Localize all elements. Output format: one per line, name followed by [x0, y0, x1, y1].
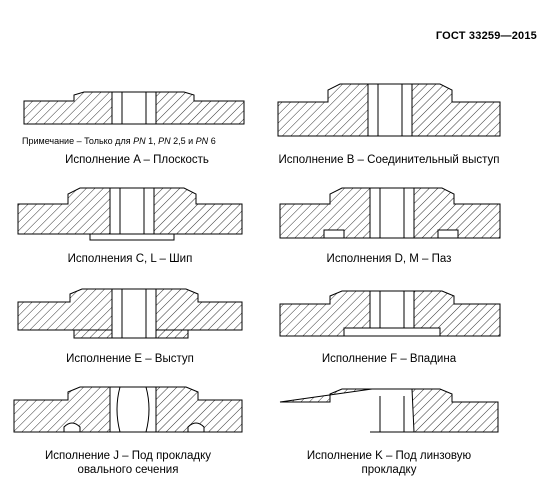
caption-f: Исполнение F – Впадина [321, 353, 457, 365]
caption-k-line1: Исполнение K – Под линзовую [306, 450, 472, 462]
flange-drawing-e [17, 288, 243, 339]
flange-drawing-k [279, 388, 499, 433]
caption-d: Исполнения D, M – Паз [326, 253, 452, 265]
caption-j: Исполнение J – Под прокладку овального с… [10, 449, 246, 477]
flange-drawing-d [279, 187, 501, 239]
caption-j-line1: Исполнение J – Под прокладку [45, 450, 211, 462]
caption-b: Исполнение B – Соединительный выступ [278, 154, 500, 166]
flange-drawing-f [279, 290, 501, 337]
flange-drawing-j [13, 386, 243, 433]
caption-e: Исполнение E – Выступ [66, 353, 194, 365]
caption-k-line2: прокладку [361, 464, 417, 476]
caption-k: Исполнение K – Под линзовую прокладку [274, 449, 504, 477]
caption-j-line2: овального сечения [77, 464, 179, 476]
flange-drawing-b [277, 83, 501, 137]
caption-a: Исполнение A – Плоскость [65, 154, 209, 166]
flange-drawing-a [23, 91, 245, 125]
flange-drawing-c [17, 187, 243, 241]
standard-number: ГОСТ 33259—2015 [435, 30, 537, 42]
note-pn: Примечание – Только для PN 1, PN 2,5 и P… [22, 136, 216, 146]
caption-c: Исполнения C, L – Шип [67, 253, 193, 265]
